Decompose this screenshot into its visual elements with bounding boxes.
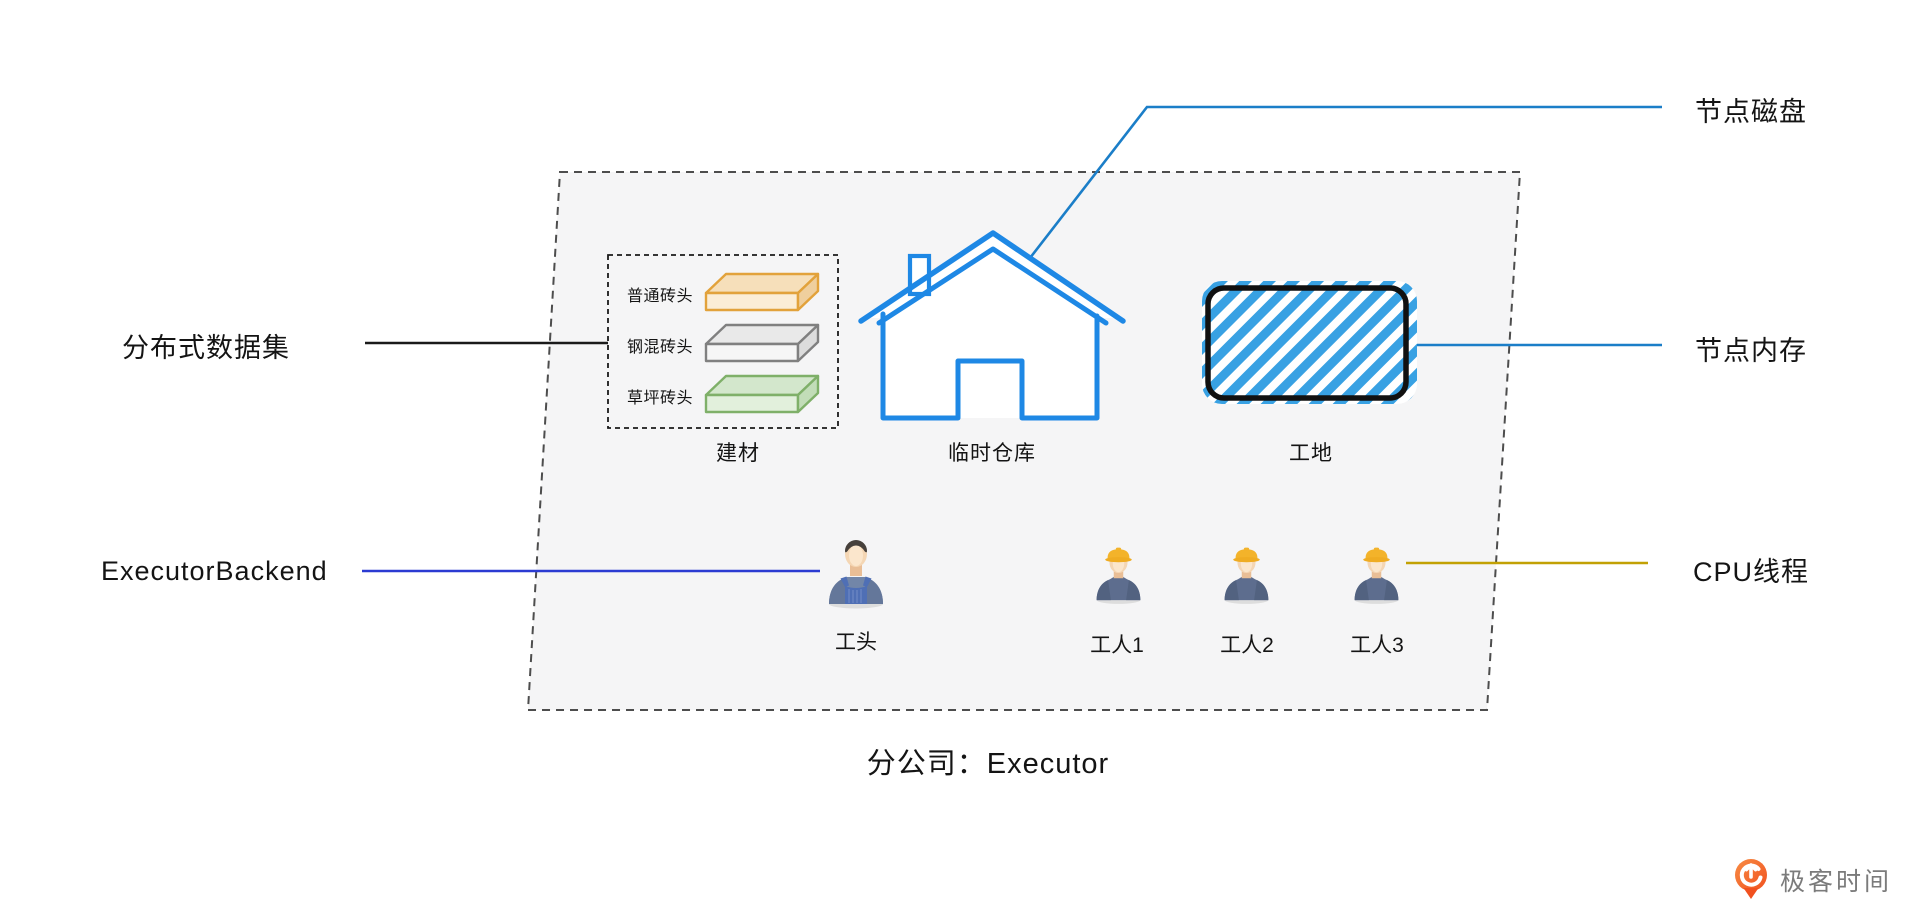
annotation-cpu-threads: CPU线程 bbox=[1693, 557, 1810, 587]
materials-title: 建材 bbox=[716, 442, 760, 465]
brick-steel-icon bbox=[704, 323, 820, 363]
node-disk-leader-line bbox=[1028, 105, 1662, 259]
brick-ordinary-label: 普通砖头 bbox=[627, 288, 694, 305]
brand-name: 极客时间 bbox=[1779, 868, 1892, 896]
brick-ordinary-icon bbox=[704, 272, 820, 312]
brand-footer: 极客时间 bbox=[1731, 857, 1892, 903]
annotation-dataset: 分布式数据集 bbox=[122, 333, 290, 363]
worker-3-label: 工人3 bbox=[1350, 634, 1404, 657]
warehouse-label: 临时仓库 bbox=[948, 442, 1036, 465]
site-label: 工地 bbox=[1289, 442, 1333, 465]
materials-box-outline bbox=[607, 254, 839, 429]
annotation-node-disk: 节点磁盘 bbox=[1695, 97, 1807, 127]
brick-steel-label: 钢混砖头 bbox=[627, 339, 694, 356]
foreman-label: 工头 bbox=[835, 631, 877, 654]
worker-1-label: 工人1 bbox=[1090, 634, 1144, 657]
company-caption: 分公司：Executor bbox=[866, 748, 1110, 780]
brick-lawn-label: 草坪砖头 bbox=[627, 390, 694, 407]
warehouse-house-icon bbox=[858, 230, 1126, 421]
geektime-logo-icon bbox=[1734, 859, 1767, 899]
annotation-executor-backend: ExecutorBackend bbox=[101, 556, 328, 586]
site-hatched-box bbox=[1202, 281, 1417, 404]
annotation-node-memory: 节点内存 bbox=[1695, 336, 1807, 366]
worker-2-label: 工人2 bbox=[1220, 634, 1274, 657]
brick-lawn-icon bbox=[704, 374, 820, 414]
